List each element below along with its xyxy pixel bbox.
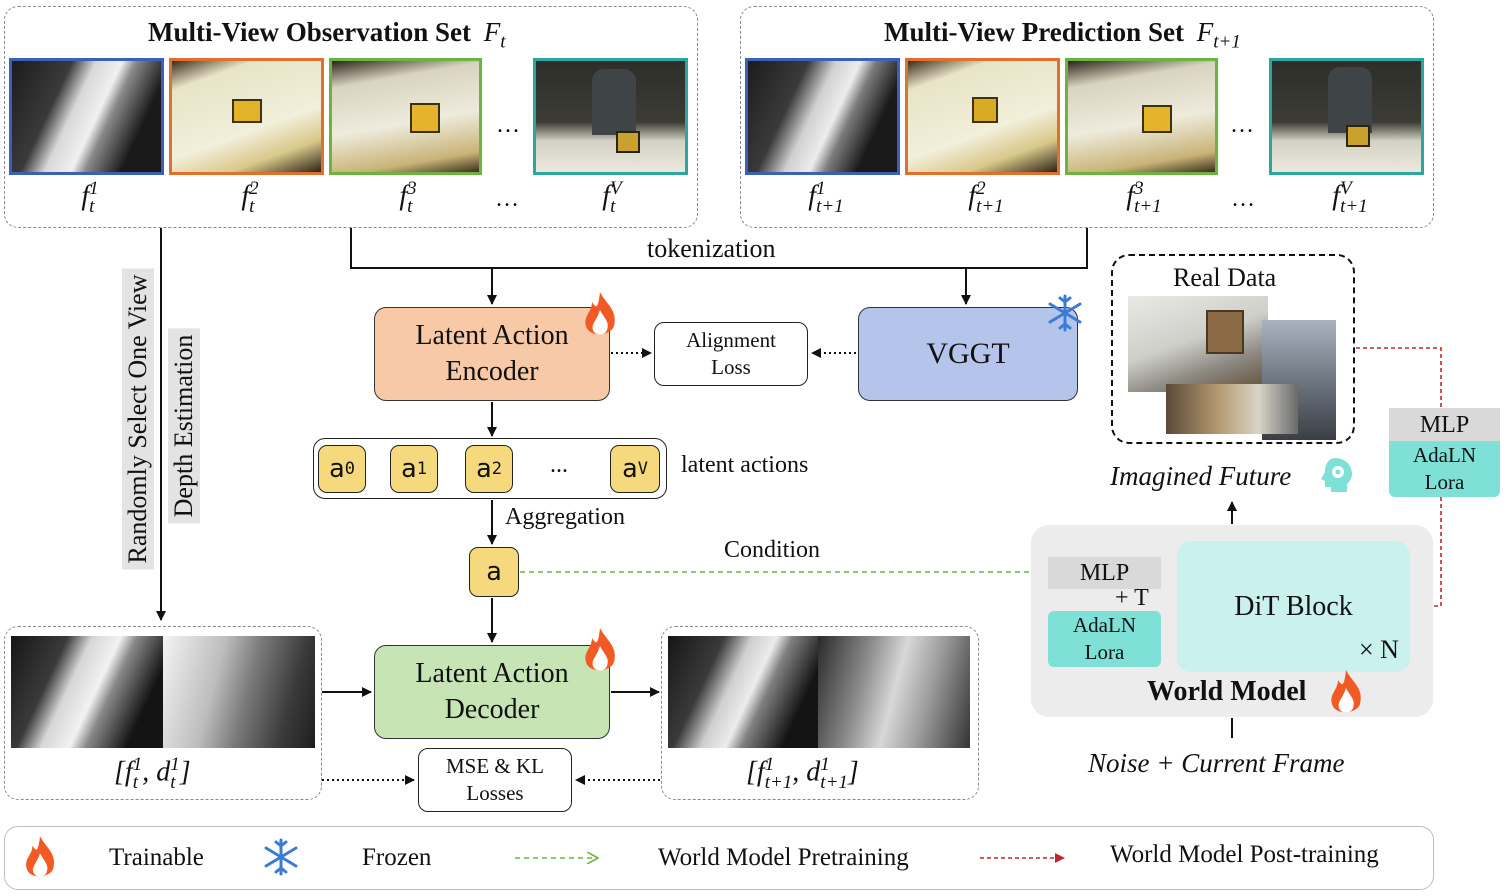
legend-pretraining: World Model Pretraining bbox=[658, 844, 909, 871]
output-pair-panel bbox=[661, 626, 979, 800]
depth-estimation-label: Depth Estimation bbox=[168, 328, 200, 524]
prediction-set-symbol: F bbox=[1196, 17, 1214, 47]
pred-view-v-frame bbox=[1269, 58, 1424, 175]
latent-action-encoder: Latent Action Encoder bbox=[374, 307, 610, 401]
observation-labels-ellipsis: ... bbox=[496, 186, 520, 212]
latent-actions-row bbox=[313, 438, 667, 499]
tokenization-label: tokenization bbox=[645, 234, 778, 264]
legend-panel bbox=[4, 826, 1434, 890]
legend-snowflake-icon bbox=[264, 838, 298, 876]
obs-view-2-frame bbox=[169, 58, 324, 175]
latent-actions-ellipsis: ... bbox=[550, 452, 568, 478]
legend-posttraining: World Model Post-training bbox=[1110, 841, 1379, 868]
obs-view-3-frame bbox=[329, 58, 482, 175]
legend-trainable: Trainable bbox=[109, 844, 204, 871]
prediction-labels-ellipsis: ... bbox=[1232, 186, 1256, 212]
condition-label: Condition bbox=[724, 537, 821, 563]
dit-repeat-label: × N bbox=[1359, 635, 1399, 664]
prediction-set-subscript: t+1 bbox=[1213, 31, 1241, 53]
real-data-image-3 bbox=[1166, 384, 1298, 434]
pred-view-2-frame bbox=[905, 58, 1060, 175]
real-data-title: Real Data bbox=[1173, 263, 1277, 292]
real-data-panel bbox=[1111, 254, 1355, 444]
input-depth-frame bbox=[163, 636, 315, 748]
obs-view-v-frame bbox=[533, 58, 688, 175]
pred-view-3-frame bbox=[1065, 58, 1218, 175]
real-data-image-1 bbox=[1128, 296, 1268, 392]
encoder-fire-icon bbox=[585, 292, 615, 335]
input-rgb-frame bbox=[11, 636, 163, 748]
legend-frozen: Frozen bbox=[362, 844, 432, 871]
latent-actions-label: latent actions bbox=[681, 452, 809, 478]
imagined-future-label: Imagined Future bbox=[1110, 461, 1292, 491]
observation-set-title: Multi-View Observation Set Ft bbox=[148, 17, 506, 53]
select-view-label: Randomly Select One View bbox=[122, 268, 154, 570]
obs-view-1-frame bbox=[9, 58, 164, 175]
world-model-adaln-lora: AdaLN Lora bbox=[1048, 611, 1161, 667]
decoder-fire-icon bbox=[585, 628, 615, 671]
mse-kl-losses: MSE & KL Losses bbox=[418, 748, 572, 812]
prediction-set-panel bbox=[740, 6, 1434, 228]
aggregate-action-chip: a bbox=[469, 547, 519, 597]
output-depth-frame bbox=[818, 636, 970, 748]
post-adapter-adaln-lora: AdaLN Lora bbox=[1389, 441, 1500, 497]
prediction-frames-ellipsis: ... bbox=[1231, 112, 1255, 138]
prediction-set-title: Multi-View Prediction Set Ft+1 bbox=[884, 17, 1241, 53]
pred-view-1-frame bbox=[745, 58, 900, 175]
tokenization-line bbox=[350, 228, 1088, 269]
vggt-snowflake-icon bbox=[1048, 294, 1082, 332]
observation-frames-ellipsis: ... bbox=[497, 112, 521, 138]
input-pair-panel bbox=[4, 626, 322, 800]
noise-current-frame-label: Noise + Current Frame bbox=[1088, 748, 1345, 778]
vggt-block: VGGT bbox=[858, 307, 1078, 401]
head-gear-icon bbox=[1321, 458, 1352, 492]
observation-set-subscript: t bbox=[500, 31, 506, 53]
alignment-loss: Alignment Loss bbox=[654, 322, 808, 386]
output-rgb-frame bbox=[668, 636, 818, 748]
legend-fire-icon bbox=[26, 836, 55, 877]
post-adapter-mlp: MLP bbox=[1389, 408, 1500, 441]
dit-block: DiT Block bbox=[1177, 541, 1410, 672]
latent-action-decoder: Latent Action Decoder bbox=[374, 645, 610, 739]
aggregation-label: Aggregation bbox=[505, 504, 625, 530]
world-model-title: World Model bbox=[1147, 676, 1307, 707]
observation-set-symbol: F bbox=[483, 17, 501, 47]
world-model-mlp: MLP bbox=[1048, 557, 1161, 589]
world-model-fire-icon bbox=[1331, 670, 1361, 713]
observation-set-panel bbox=[4, 6, 698, 228]
timestep-label: + T bbox=[1115, 585, 1149, 611]
